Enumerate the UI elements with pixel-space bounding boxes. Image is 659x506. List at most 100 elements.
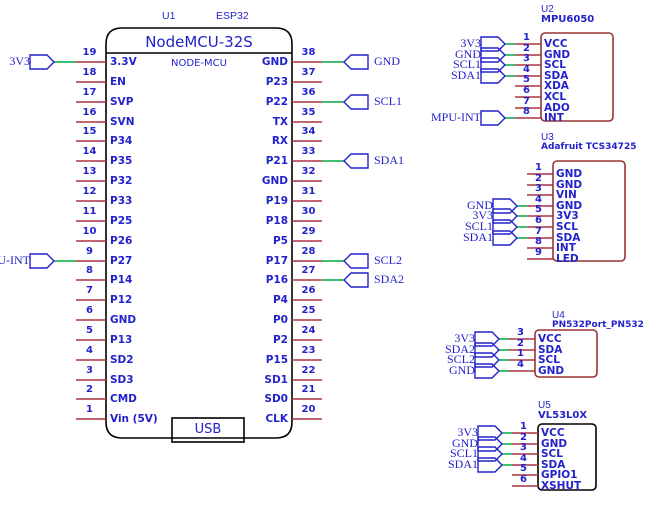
mcu-left-pin-name-SVN: SVN (110, 116, 135, 128)
mcu-right-pin-name-P5: P5 (272, 235, 288, 247)
mcu-right-pin-num-28: 28 (301, 246, 316, 257)
mcu-left-pin-name-SVP: SVP (110, 96, 134, 108)
mcu-left-pin-num-10: 10 (82, 226, 97, 237)
u3-pin-name-GND: GND (556, 200, 583, 212)
mcu-left-pin-name-P12: P12 (110, 294, 133, 306)
u2-pin-num-3: 3 (523, 53, 530, 64)
mcu-right-pin-num-21: 21 (301, 384, 316, 395)
u3-pin-name-SDA: SDA (556, 232, 581, 244)
mcu-left-pin-num-5: 5 (86, 325, 93, 336)
u4-net-SDA2: SDA2 (444, 342, 475, 356)
u5-pin-num-5: 5 (520, 463, 527, 474)
mcu-right-pin-num-26: 26 (301, 285, 316, 296)
mcu-right-pin-num-25: 25 (301, 305, 316, 316)
u3-pin-name-GND: GND (556, 179, 583, 191)
mcu-subtitle: NODE-MCU (171, 58, 227, 69)
mcu-left-pin-name-SD2: SD2 (110, 354, 134, 366)
u2-net-GND: GND (455, 47, 481, 61)
u2-pin-name-XCL: XCL (544, 91, 567, 103)
u2-pin-num-8: 8 (523, 106, 530, 117)
u3-pin-num-3: 3 (535, 183, 542, 194)
mcu-right-pin-num-37: 37 (301, 67, 316, 78)
mcu-left-pin-name-P33: P33 (110, 195, 133, 207)
mcu-left-pin-name-P13: P13 (110, 334, 133, 346)
mcu-left-pin-name-P34: P34 (110, 135, 133, 147)
mcu-right-pin-name-P22: P22 (265, 96, 288, 108)
u4-net-GND: GND (449, 363, 475, 377)
mcu-right-pin-name-TX: TX (272, 116, 288, 128)
mcu-left-pin-num-12: 12 (82, 186, 97, 197)
mcu-right-pin-name-P0: P0 (272, 314, 288, 326)
u2-pin-name-SCL: SCL (544, 59, 566, 71)
u4-pin-name-GND: GND (538, 365, 565, 377)
mcu-right-pin-num-27: 27 (301, 265, 316, 276)
net-flag-SDA1-right: SDA1 (374, 153, 405, 167)
u2-pin-num-6: 6 (523, 85, 530, 96)
u2-pin-num-2: 2 (523, 43, 530, 54)
u5-net-3V3: 3V3 (457, 425, 478, 439)
u3-ref: U3 (541, 132, 554, 143)
u2-net-SDA1: SDA1 (450, 68, 481, 82)
u4-pin-num-1: 1 (517, 348, 524, 359)
mcu-ref: U1 (162, 10, 176, 22)
mcu-right-pin-name-P17: P17 (265, 255, 288, 267)
u2-pin-num-4: 4 (523, 64, 530, 75)
mcu-left-pin-name-P27: P27 (110, 255, 133, 267)
u5-pin-num-3: 3 (520, 442, 527, 453)
u4-name: PN532Port_PN532 (552, 320, 644, 330)
mcu-left-pin-num-16: 16 (82, 107, 97, 118)
u3-pin-name-VIN: VIN (556, 189, 577, 201)
u2-name: MPU6050 (541, 14, 595, 25)
u5-pin-num-4: 4 (520, 453, 527, 464)
u3-pin-name-GND: GND (556, 168, 583, 180)
mcu-left-pin-name-P35: P35 (110, 155, 133, 167)
mcu-left-pin-name-GND: GND (110, 314, 137, 326)
mcu-left-pin-name-P26: P26 (110, 235, 133, 247)
mcu-left-pin-num-15: 15 (82, 126, 97, 137)
mcu-left-pin-num-6: 6 (86, 305, 93, 316)
mcu-right-pin-name-P18: P18 (265, 215, 288, 227)
u3-pin-num-1: 1 (535, 162, 542, 173)
mcu-right-pin-num-36: 36 (301, 87, 316, 98)
u3-pin-num-2: 2 (535, 173, 542, 184)
mcu-left-pin-num-18: 18 (82, 67, 97, 78)
u5-net-GND: GND (452, 436, 478, 450)
u5-pin-num-2: 2 (520, 432, 527, 443)
u5-pin-name-GPIO1: GPIO1 (541, 469, 578, 481)
mcu-left-pin-name-3.3V: 3.3V (110, 56, 137, 68)
u5-name: VL53L0X (538, 410, 588, 421)
mcu-right-pin-num-33: 33 (301, 146, 316, 157)
mcu-left-pin-name-SD3: SD3 (110, 374, 134, 386)
u3-pin-num-5: 5 (535, 204, 542, 215)
u3-pin-num-4: 4 (535, 194, 542, 205)
mcu-right-pin-name-GND: GND (261, 175, 288, 187)
net-flag-GND-right: GND (374, 54, 400, 68)
mcu-right-pin-num-32: 32 (301, 166, 316, 177)
u5-pin-name-SCL: SCL (541, 448, 563, 460)
mcu-left-pin-name-P25: P25 (110, 215, 133, 227)
mcu-left-pin-name-EN: EN (110, 76, 126, 88)
mcu-left-pin-name-Vin (5V): Vin (5V) (110, 413, 158, 425)
u3-pin-name-SCL: SCL (556, 221, 578, 233)
u4-pin-num-4: 4 (517, 359, 524, 370)
mcu-left-pin-num-11: 11 (82, 206, 97, 217)
net-flag-3V3-left: 3V3 (9, 54, 30, 68)
u2-pin-num-5: 5 (523, 74, 530, 85)
u4-pin-name-SCL: SCL (538, 354, 560, 366)
u3-pin-name-3V3: 3V3 (556, 210, 579, 222)
mcu-value: ESP32 (216, 10, 249, 22)
u2-pin-name-XDA: XDA (544, 80, 569, 92)
u5-net-SCL1: SCL1 (449, 446, 478, 460)
mcu-left-pin-num-1: 1 (86, 404, 93, 415)
mcu-right-pin-num-23: 23 (301, 345, 316, 356)
mcu-left-pin-name-P32: P32 (110, 175, 133, 187)
mcu-right-pin-num-30: 30 (301, 206, 316, 217)
mcu-right-pin-name-P23: P23 (265, 76, 288, 88)
u4-net-3V3: 3V3 (454, 331, 475, 345)
u5-pin-num-6: 6 (520, 474, 527, 485)
u2-net-SCL1: SCL1 (452, 57, 481, 71)
mcu-right-pin-name-P2: P2 (272, 334, 288, 346)
mcu-left-pin-num-17: 17 (82, 87, 97, 98)
